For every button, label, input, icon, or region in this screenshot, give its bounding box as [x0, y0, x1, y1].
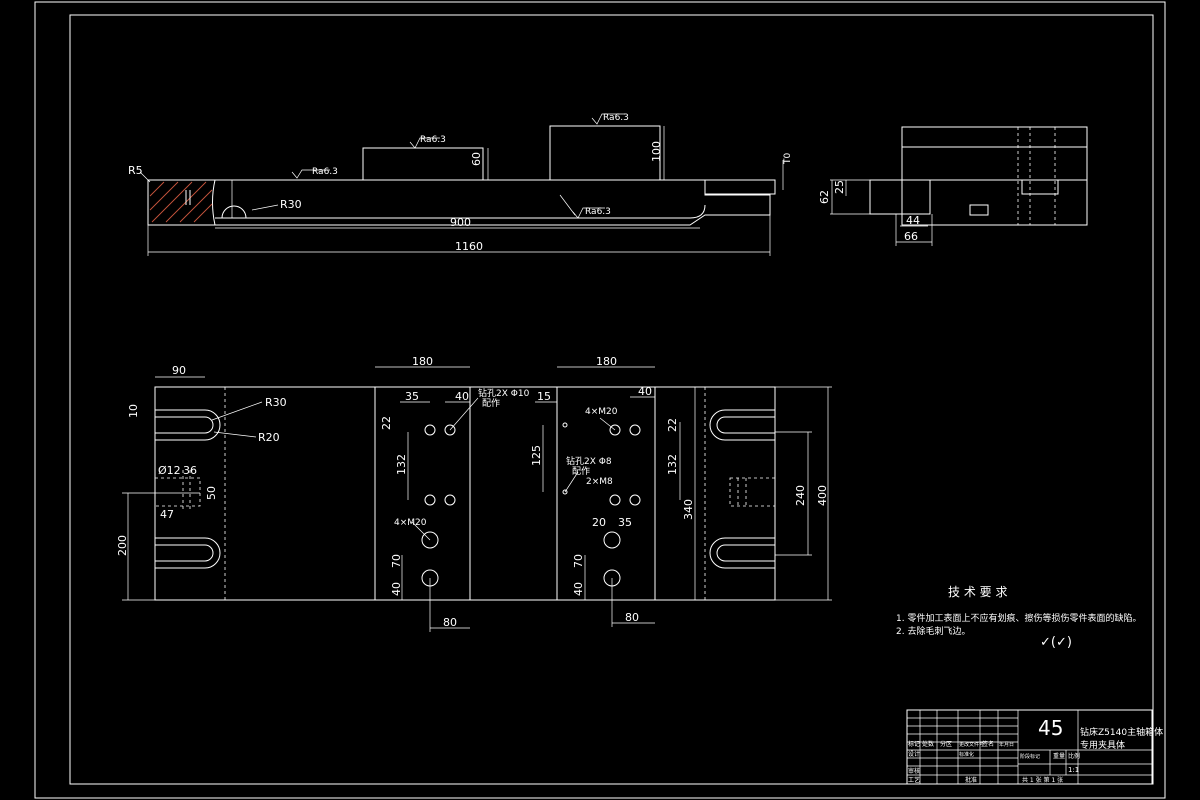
left-pad-dim-80: 80 [443, 616, 457, 629]
title-cell-7: 标准化 [959, 751, 974, 758]
title-cell-9: 重量 [1053, 752, 1065, 760]
part-name-2: 专用夹具体 [1080, 739, 1125, 751]
plan-dim-200: 200 [116, 535, 129, 556]
title-cell-2: 分区 [940, 740, 952, 748]
part-name-1: 钻床Z5140主轴箱体 [1080, 726, 1163, 738]
tech-line-1: 1. 零件加工表面上不应有划痕、擦伤等损伤零件表面的缺陷。 [896, 612, 1141, 624]
left-pad-dim-70: 70 [390, 554, 403, 568]
sheets: 共 1 张 第 1 张 [1022, 776, 1063, 784]
left-pad-hole-note: 钻孔2X Φ10 [478, 387, 530, 399]
front-section-hatch [149, 181, 213, 223]
front-dim-60: 60 [470, 152, 483, 166]
right-pad-hole-note: 钻孔2X Φ8 [566, 455, 612, 467]
front-finish-1: Ra6.3 [312, 167, 338, 177]
title-cell-3: 更改文件号 [959, 741, 984, 748]
title-block [906, 709, 1153, 785]
plan-dim-36: 36 [183, 464, 197, 477]
right-pad-dim-40b: 40 [572, 582, 585, 596]
right-pad-dim-180: 180 [596, 355, 617, 368]
left-pad-dim-35: 35 [405, 390, 419, 403]
scale: 1:1 [1068, 766, 1079, 774]
title-cell-8: 阶段标记 [1020, 753, 1040, 760]
title-cell-0: 标记 [908, 740, 920, 748]
drawing-border [34, 1, 1166, 799]
front-dim-1160: 1160 [455, 240, 483, 253]
left-pad-dim-132: 132 [395, 454, 408, 475]
tech-line-2: 2. 去除毛刺飞边。 [896, 625, 970, 637]
right-pad-thread-note-2: 2×M8 [586, 477, 613, 487]
plan-dim-400: 400 [816, 485, 829, 506]
front-r30: R30 [280, 198, 302, 211]
side-view [830, 126, 1088, 246]
left-pad-hole-note-2: 配作 [482, 397, 500, 409]
right-pad-thread-note: 4×M20 [585, 407, 618, 417]
material: 45 [1038, 716, 1063, 740]
right-pad-dim-80: 80 [625, 611, 639, 624]
plan-r20: R20 [258, 431, 280, 444]
plan-dia12: Ø12 [158, 464, 181, 477]
front-r5: R5 [128, 164, 143, 177]
side-dim-25: 25 [833, 180, 846, 194]
plan-dim-240: 240 [794, 485, 807, 506]
title-cell-12: 工艺 [908, 776, 920, 784]
plan-dim-10: 10 [127, 404, 140, 418]
front-finish-4: Ra6.3 [585, 207, 611, 217]
plan-dim-50: 50 [205, 486, 218, 500]
side-dim-44: 44 [906, 214, 920, 227]
plan-view [122, 366, 832, 632]
right-pad-dim-22: 22 [666, 418, 679, 432]
right-pad-dim-40: 40 [638, 385, 652, 398]
left-pad-dim-22: 22 [380, 416, 393, 430]
roughness-symbol: ✓(✓) [1040, 635, 1072, 650]
front-dim-100: 100 [650, 141, 663, 162]
front-view [139, 113, 784, 256]
plan-dim-47: 47 [160, 508, 174, 521]
right-pad-dim-70: 70 [572, 554, 585, 568]
left-pad-thread-note: 4×M20 [394, 518, 427, 528]
title-cell-1: 处数 [922, 740, 934, 748]
front-dim-900: 900 [450, 216, 471, 229]
title-cell-6: 设计 [908, 750, 920, 758]
left-pad-dim-40: 40 [455, 390, 469, 403]
right-pad-dim-20: 20 [592, 516, 606, 529]
plan-r30: R30 [265, 396, 287, 409]
side-dim-66: 66 [904, 230, 918, 243]
front-finish-3: Ra6.3 [603, 113, 629, 123]
title-cell-4: 签名 [982, 740, 994, 748]
title-cell-13: 批准 [965, 776, 977, 784]
right-pad-dim-35: 35 [618, 516, 632, 529]
side-dim-62: 62 [818, 190, 831, 204]
title-cell-5: 年月日 [999, 741, 1014, 748]
right-pad-dim-132: 132 [666, 454, 679, 475]
front-finish-2: Ra6.3 [420, 135, 446, 145]
left-pad-dim-40b: 40 [390, 582, 403, 596]
title-cell-10: 比例 [1068, 752, 1080, 760]
plan-dim-90: 90 [172, 364, 186, 377]
title-cell-11: 审核 [908, 767, 920, 775]
right-pad-dim-340: 340 [682, 499, 695, 520]
right-pad-dim-125: 125 [530, 445, 543, 466]
left-pad-dim-180: 180 [412, 355, 433, 368]
tech-title: 技 术 要 求 [948, 585, 1007, 599]
right-pad-dim-15: 15 [537, 390, 551, 403]
right-pad-hole-note-2: 配作 [572, 465, 590, 477]
front-mark-tr: T0 [783, 153, 793, 165]
